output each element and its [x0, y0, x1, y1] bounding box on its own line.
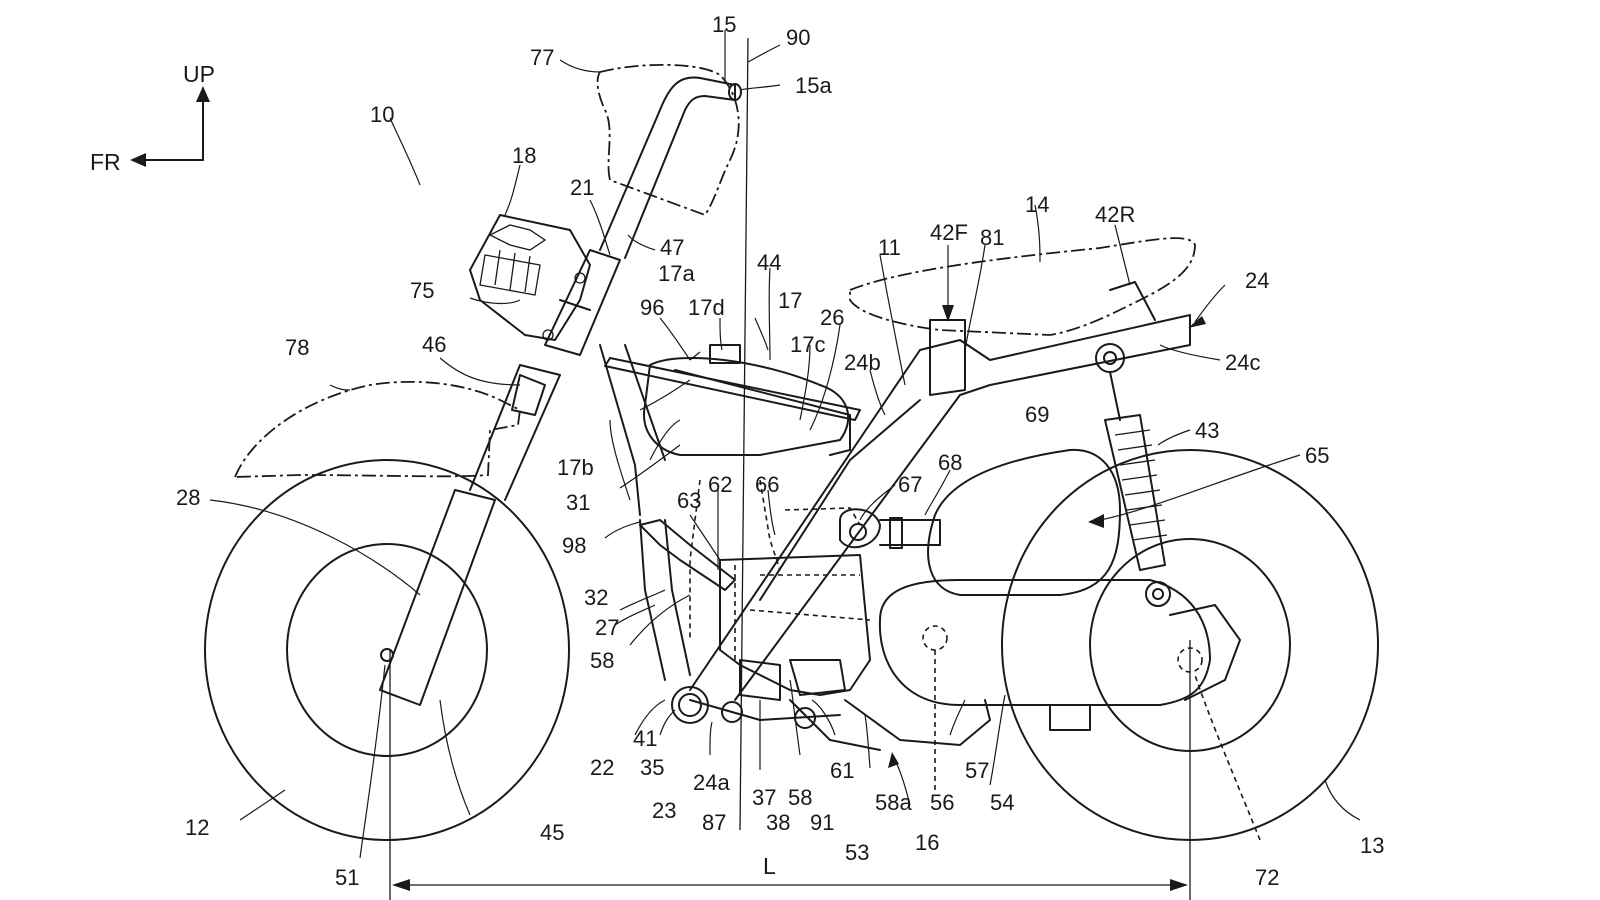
label-15a: 15a	[795, 73, 832, 98]
label-41: 41	[633, 726, 657, 751]
label-22: 22	[590, 755, 614, 780]
rear-shock	[1096, 344, 1170, 606]
label-10: 10	[370, 102, 394, 127]
label-61: 61	[830, 758, 854, 783]
seat	[850, 238, 1195, 335]
label-37: 37	[752, 785, 776, 810]
front-wheel	[205, 460, 569, 840]
label-81: 81	[980, 225, 1004, 250]
label-56: 56	[930, 790, 954, 815]
label-90: 90	[786, 25, 810, 50]
label-91: 91	[810, 810, 834, 835]
label-21: 21	[570, 175, 594, 200]
label-72: 72	[1255, 865, 1279, 890]
label-62: 62	[708, 472, 732, 497]
label-17a: 17a	[658, 261, 695, 286]
label-68: 68	[938, 450, 962, 475]
label-24b: 24b	[844, 350, 881, 375]
engine-unit	[880, 580, 1240, 730]
label-17: 17	[778, 288, 802, 313]
label-31: 31	[566, 490, 590, 515]
label-77: 77	[530, 45, 554, 70]
reference-lines	[390, 38, 1190, 900]
label-67: 67	[898, 472, 922, 497]
label-17c: 17c	[790, 332, 825, 357]
label-28: 28	[176, 485, 200, 510]
label-87: 87	[702, 810, 726, 835]
label-53: 53	[845, 840, 869, 865]
label-42R: 42R	[1095, 202, 1135, 227]
label-54: 54	[990, 790, 1014, 815]
label-58-bottom: 58	[788, 785, 812, 810]
label-15: 15	[712, 12, 736, 37]
label-24: 24	[1245, 268, 1269, 293]
front-fork	[380, 77, 741, 705]
label-18: 18	[512, 143, 536, 168]
label-24a: 24a	[693, 770, 730, 795]
label-35: 35	[640, 755, 664, 780]
label-14: 14	[1025, 192, 1049, 217]
label-96: 96	[640, 295, 664, 320]
label-26: 26	[820, 305, 844, 330]
direction-indicator: UP FR	[90, 61, 215, 175]
label-45: 45	[540, 820, 564, 845]
label-98: 98	[562, 533, 586, 558]
label-17d: 17d	[688, 295, 725, 320]
label-57: 57	[965, 758, 989, 783]
label-23: 23	[652, 798, 676, 823]
label-63: 63	[677, 488, 701, 513]
label-47: 47	[660, 235, 684, 260]
label-58-left: 58	[590, 648, 614, 673]
label-42F: 42F	[930, 220, 968, 245]
headlight-unit	[470, 215, 590, 340]
front-fender	[235, 382, 520, 477]
label-13: 13	[1360, 833, 1384, 858]
label-75: 75	[410, 278, 434, 303]
label-38: 38	[766, 810, 790, 835]
label-44: 44	[757, 250, 781, 275]
label-12: 12	[185, 815, 209, 840]
label-78: 78	[285, 335, 309, 360]
label-24c: 24c	[1225, 350, 1260, 375]
leader-lines	[210, 30, 1360, 858]
label-32: 32	[584, 585, 608, 610]
up-label: UP	[183, 61, 215, 87]
label-46: 46	[422, 332, 446, 357]
label-27: 27	[595, 615, 619, 640]
label-43: 43	[1195, 418, 1219, 443]
label-65: 65	[1305, 443, 1329, 468]
windscreen	[598, 65, 739, 215]
front-label: FR	[90, 149, 121, 175]
label-69: 69	[1025, 402, 1049, 427]
label-58a: 58a	[875, 790, 912, 815]
label-51: 51	[335, 865, 359, 890]
label-17b: 17b	[557, 455, 594, 480]
label-11: 11	[878, 235, 901, 260]
label-16: 16	[915, 830, 939, 855]
wheelbase-label: L	[763, 853, 776, 879]
label-66: 66	[755, 472, 779, 497]
